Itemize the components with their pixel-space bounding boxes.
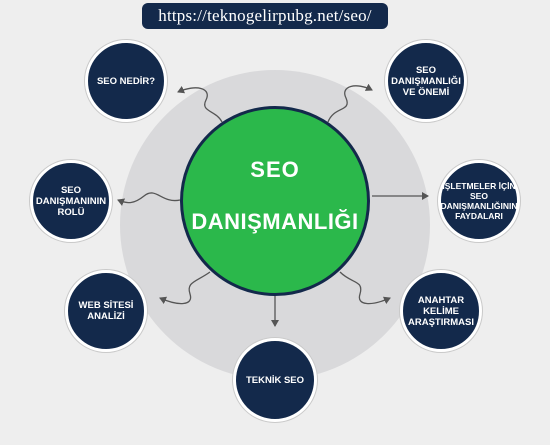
node-anahtar-kelime: ANAHTAR KELİME ARAŞTIRMASI — [400, 270, 482, 352]
node-label: İŞLETMELER İÇİN SEO DANIŞMANLIĞININ FAYD… — [440, 181, 518, 221]
node-label: WEB SİTESİ ANALİZİ — [78, 300, 134, 322]
node-seo-nedir: SEO NEDİR? — [85, 40, 167, 122]
node-teknik-seo: TEKNİK SEO — [233, 338, 317, 422]
center-title-line1: SEO — [250, 157, 300, 182]
node-label: SEO NEDİR? — [96, 75, 156, 87]
arrow-web-analizi — [159, 271, 211, 305]
arrow-anahtar-kelime — [339, 271, 391, 305]
center-title-line2: DANIŞMANLIĞI — [191, 209, 359, 234]
node-faydalar: İŞLETMELER İÇİN SEO DANIŞMANLIĞININ FAYD… — [438, 160, 520, 242]
node-seo-onemi: SEO DANIŞMANLIĞI VE ÖNEMİ — [385, 40, 467, 122]
node-label: SEO DANIŞMANININ ROLÜ — [35, 184, 107, 218]
arrow-seo-nedir — [177, 85, 223, 123]
node-label: TEKNİK SEO — [245, 374, 305, 386]
node-web-analizi: WEB SİTESİ ANALİZİ — [65, 270, 147, 352]
arrow-seo-onemi — [327, 83, 373, 123]
node-label: SEO DANIŞMANLIĞI VE ÖNEMİ — [391, 64, 461, 98]
url-banner: https://teknogelirpubg.net/seo/ — [142, 3, 388, 29]
arrow-seo-rolu — [117, 192, 181, 206]
node-label: ANAHTAR KELİME ARAŞTIRMASI — [408, 294, 474, 328]
center-topic: SEO DANIŞMANLIĞI — [180, 106, 370, 296]
node-seo-rolu: SEO DANIŞMANININ ROLÜ — [30, 160, 112, 242]
